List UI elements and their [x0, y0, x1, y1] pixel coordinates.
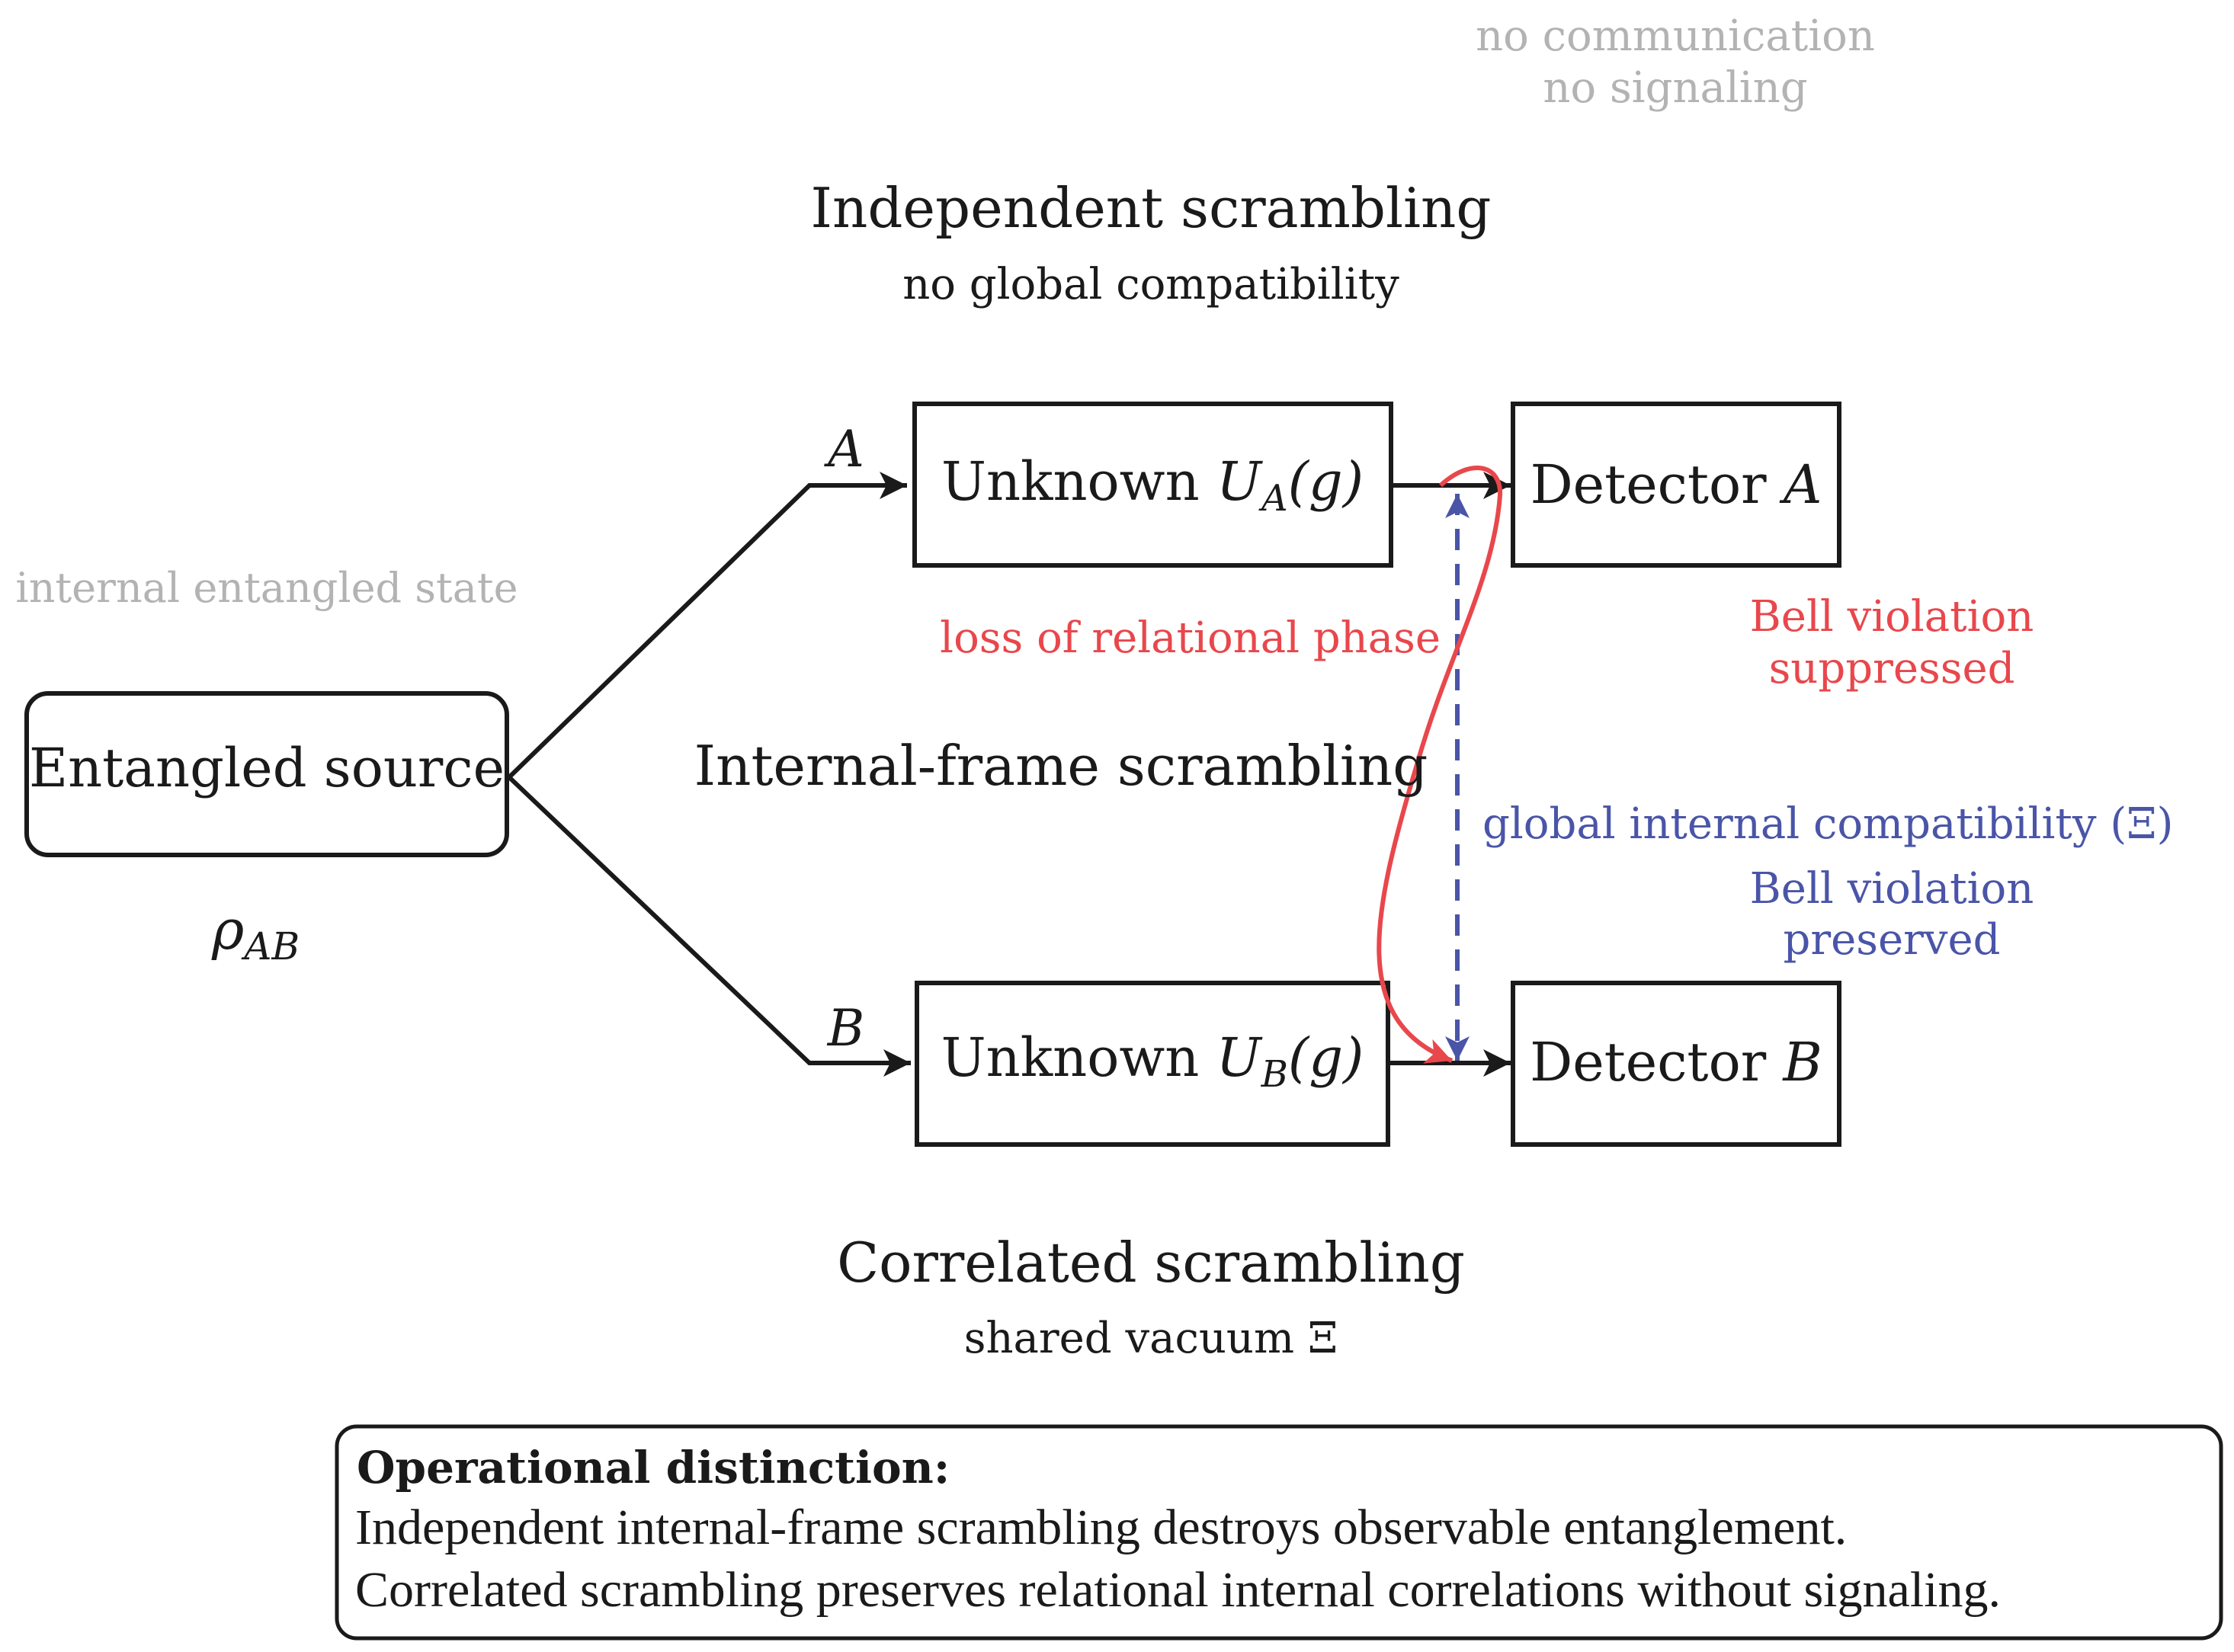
blue-note: global internal compatibility (Ξ) — [1482, 799, 2173, 849]
summary-line2: Correlated scrambling preserves relation… — [355, 1562, 2001, 1618]
unitary-a-subscript: A — [1258, 477, 1288, 520]
state-rho-subscript: AB — [241, 924, 300, 968]
bell-suppressed-line1: Bell violation — [1750, 592, 2034, 642]
bell-suppressed-line2: suppressed — [1769, 644, 2015, 693]
state-rho-ab: ρAB — [211, 898, 300, 968]
detector-b-symbol: B — [1781, 1031, 1822, 1093]
independent-subtitle: no global compatibility — [902, 260, 1399, 309]
middle-label: Internal-frame scrambling — [694, 734, 1428, 798]
header-note-line1: no communication — [1476, 11, 1875, 61]
unitary-a-arg: (g) — [1288, 450, 1364, 513]
detector-a-box — [1511, 402, 1841, 568]
unitary-b-arg: (g) — [1288, 1026, 1364, 1089]
header-note-line2: no signaling — [1543, 63, 1807, 113]
unitary-b-subscript: B — [1261, 1053, 1288, 1096]
bell-preserved-line1: Bell violation — [1750, 864, 2034, 914]
independent-title: Independent scrambling — [811, 176, 1492, 240]
unitary-b-prefix: Unknown — [941, 1026, 1216, 1089]
branch-label-a: A — [823, 420, 864, 479]
bell-preserved-line2: preserved — [1783, 915, 2000, 965]
state-rho-symbol: ρ — [211, 898, 244, 962]
detector-a-label: Detector A — [1530, 453, 1822, 516]
correlated-title: Correlated scrambling — [837, 1231, 1465, 1295]
entangled-source-label: Entangled source — [29, 737, 505, 799]
branch-label-b: B — [827, 999, 865, 1058]
summary-line1: Independent internal-frame scrambling de… — [355, 1500, 1847, 1555]
summary-box — [335, 1424, 2223, 1641]
unitary-b-box — [915, 981, 1390, 1147]
unitary-a-symbol: U — [1216, 450, 1263, 513]
summary-heading: Operational distinction: — [357, 1442, 950, 1494]
correlated-subtitle: shared vacuum Ξ — [964, 1314, 1338, 1363]
unitary-a-label: Unknown UA(g) — [941, 450, 1364, 520]
detector-a-prefix: Detector — [1530, 453, 1784, 516]
detector-b-label: Detector B — [1530, 1031, 1822, 1093]
source-note: internal entangled state — [15, 564, 518, 612]
unitary-b-symbol: U — [1216, 1026, 1263, 1089]
detector-b-prefix: Detector — [1530, 1031, 1783, 1093]
detector-b-box — [1511, 981, 1841, 1147]
entangled-source-box — [24, 691, 509, 857]
branch-b-line — [507, 775, 911, 1077]
unitary-b-label: Unknown UB(g) — [941, 1026, 1364, 1096]
red-note: loss of relational phase — [940, 613, 1441, 663]
detector-a-symbol: A — [1779, 453, 1822, 516]
unitary-a-box — [912, 402, 1393, 568]
unitary-a-prefix: Unknown — [941, 450, 1216, 513]
relational-phase-red-curve — [1377, 466, 1503, 1064]
branch-a-line — [507, 472, 907, 780]
